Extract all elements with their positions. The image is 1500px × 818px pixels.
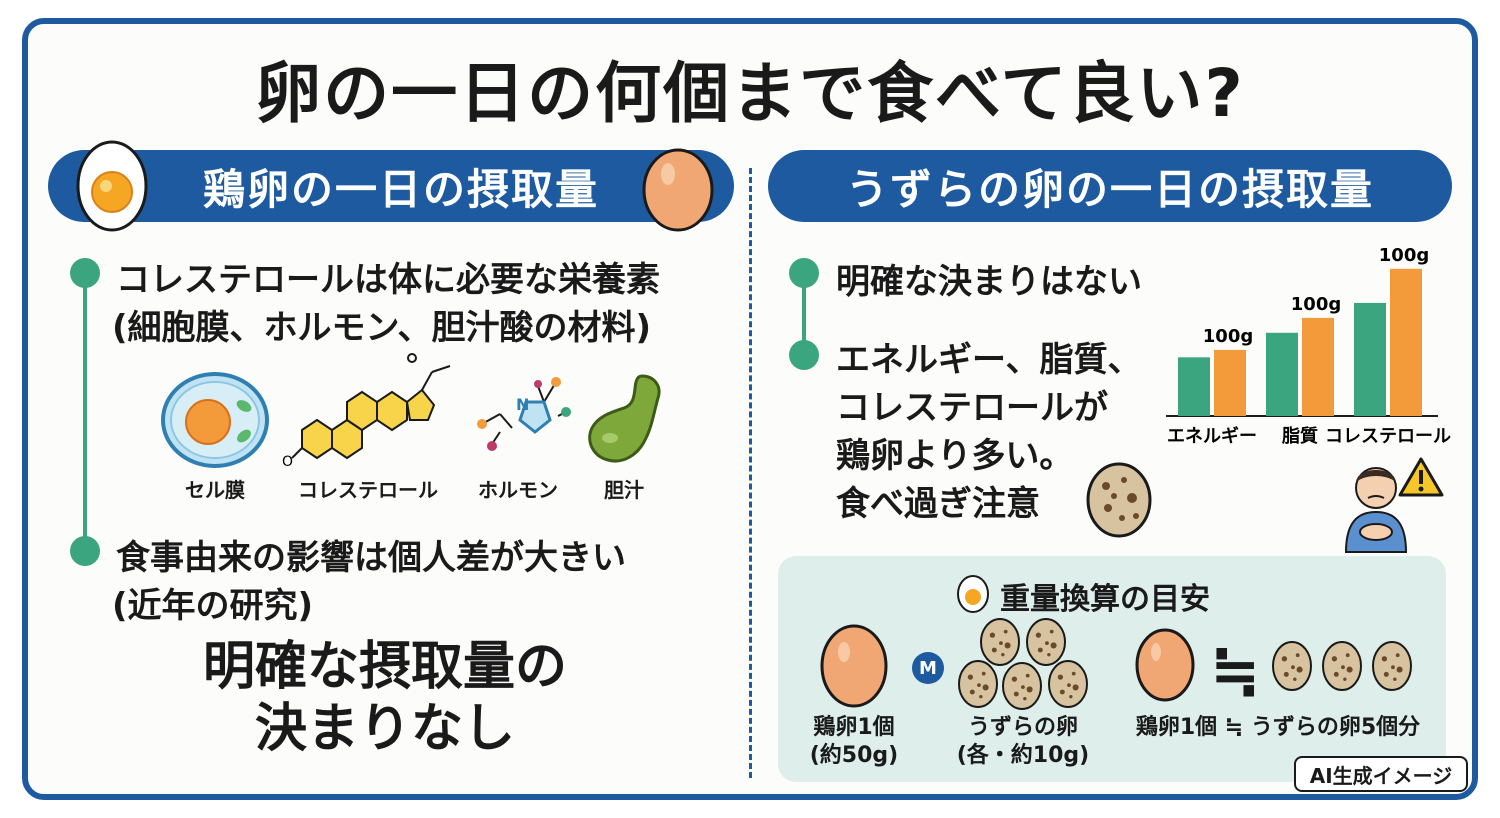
quail-egg-caption-2: (各・約10g) <box>956 743 1090 768</box>
left-point1-line1: コレステロールは体に必要な栄養素 <box>116 260 660 300</box>
right-point2-line3: 鶏卵より多い。 <box>836 436 1074 476</box>
left-point1-line2: (細胞膜、ホルモン、胆汁酸の材料) <box>112 308 652 348</box>
quail-egg-row-icon <box>1272 641 1412 691</box>
right-point2-line2: コレステロールが <box>836 388 1108 428</box>
quail-egg-row-2 <box>1372 641 1412 691</box>
nutrition-bar-chart: 100g エネルギー 100g 脂質 100g コレステロール <box>1166 245 1451 447</box>
steroid-o-label: O <box>282 454 293 470</box>
icon-label-bile: 胆汁 <box>604 478 644 502</box>
quail-egg-3 <box>1002 662 1042 710</box>
chicken-egg-icon-2 <box>1135 628 1195 702</box>
warning-icon <box>1398 457 1444 497</box>
molecule-icon: N <box>477 377 571 451</box>
left-conclusion: 明確な摂取量の 決まりなし <box>90 636 680 760</box>
right-point2-line1: エネルギー、脂質、 <box>836 340 1142 380</box>
bar-2-1 <box>1390 268 1422 416</box>
bar-data-label-0: 100g <box>1203 326 1253 347</box>
left-bullet-2 <box>70 536 100 566</box>
right-bullet-1 <box>789 258 819 288</box>
quail-egg-row-0 <box>1272 641 1312 691</box>
left-bullet-1 <box>70 258 100 288</box>
left-banner: 鶏卵の一日の摂取量 <box>48 150 734 222</box>
quail-egg-caption-1: うずらの卵 <box>967 715 1078 740</box>
conclusion-line-2: 決まりなし <box>254 699 515 759</box>
approx-symbol: ≒ <box>1210 636 1261 706</box>
brown-egg-icon <box>642 148 714 232</box>
chicken-egg-icon <box>820 624 888 708</box>
cell-icon <box>161 372 269 468</box>
bar-data-label-2: 100g <box>1379 245 1429 266</box>
right-banner: うずらの卵の一日の摂取量 <box>768 150 1452 222</box>
size-m-badge: M <box>912 652 944 684</box>
bar-0-0 <box>1178 357 1210 416</box>
right-bullet-2 <box>789 340 819 370</box>
icon-label-cholesterol: コレステロール <box>298 478 438 502</box>
bar-2-0 <box>1354 302 1386 416</box>
right-timeline <box>802 282 806 354</box>
stomach-ache-person-icon <box>1344 467 1408 553</box>
left-timeline <box>83 282 87 548</box>
bar-1-0 <box>1266 332 1298 416</box>
icon-label-cell: セル膜 <box>185 478 245 502</box>
boiled-egg-icon <box>76 140 148 232</box>
ai-generated-badge: AI生成イメージ <box>1294 756 1468 792</box>
bar-1-1 <box>1302 317 1334 416</box>
conclusion-line-1: 明確な摂取量の <box>202 637 567 697</box>
panel-title: 重量換算の目安 <box>1000 582 1210 617</box>
x-tick-label-1: 脂質 <box>1282 425 1318 447</box>
quail-egg-2 <box>958 660 998 708</box>
panel-egg-icon <box>957 575 989 613</box>
bar-data-label-1: 100g <box>1291 294 1341 315</box>
right-point2-line4: 食べ過ぎ注意 <box>836 484 1040 524</box>
bar-0-1 <box>1214 349 1246 416</box>
quail-egg-group-icon <box>958 618 1088 710</box>
quail-egg-0 <box>980 618 1020 666</box>
column-divider <box>749 168 752 778</box>
x-tick-label-0: エネルギー <box>1167 426 1257 447</box>
x-tick-label-2: コレステロール <box>1325 426 1451 447</box>
chicken-egg-caption-2: (約50g) <box>809 743 899 768</box>
molecule-n-label: N <box>516 395 529 414</box>
page-title: 卵の一日の何個まで食べて良い? <box>255 55 1245 132</box>
quail-egg-1 <box>1026 618 1066 666</box>
gallbladder-icon <box>588 374 661 463</box>
right-point1: 明確な決まりはない <box>836 262 1142 302</box>
quail-egg-row-1 <box>1322 641 1362 691</box>
left-point2-line1: 食事由来の影響は個人差が大きい <box>116 538 626 578</box>
steroid-molecule-icon: O <box>282 353 451 470</box>
left-point2-line2: (近年の研究) <box>112 586 314 626</box>
chicken-egg-caption-1: 鶏卵1個 <box>813 715 895 740</box>
equation-caption: 鶏卵1個 ≒ うずらの卵5個分 <box>1135 715 1421 740</box>
icon-label-hormone: ホルモン <box>478 478 558 502</box>
quail-egg-4 <box>1048 660 1088 708</box>
quail-egg-icon <box>1086 462 1152 538</box>
